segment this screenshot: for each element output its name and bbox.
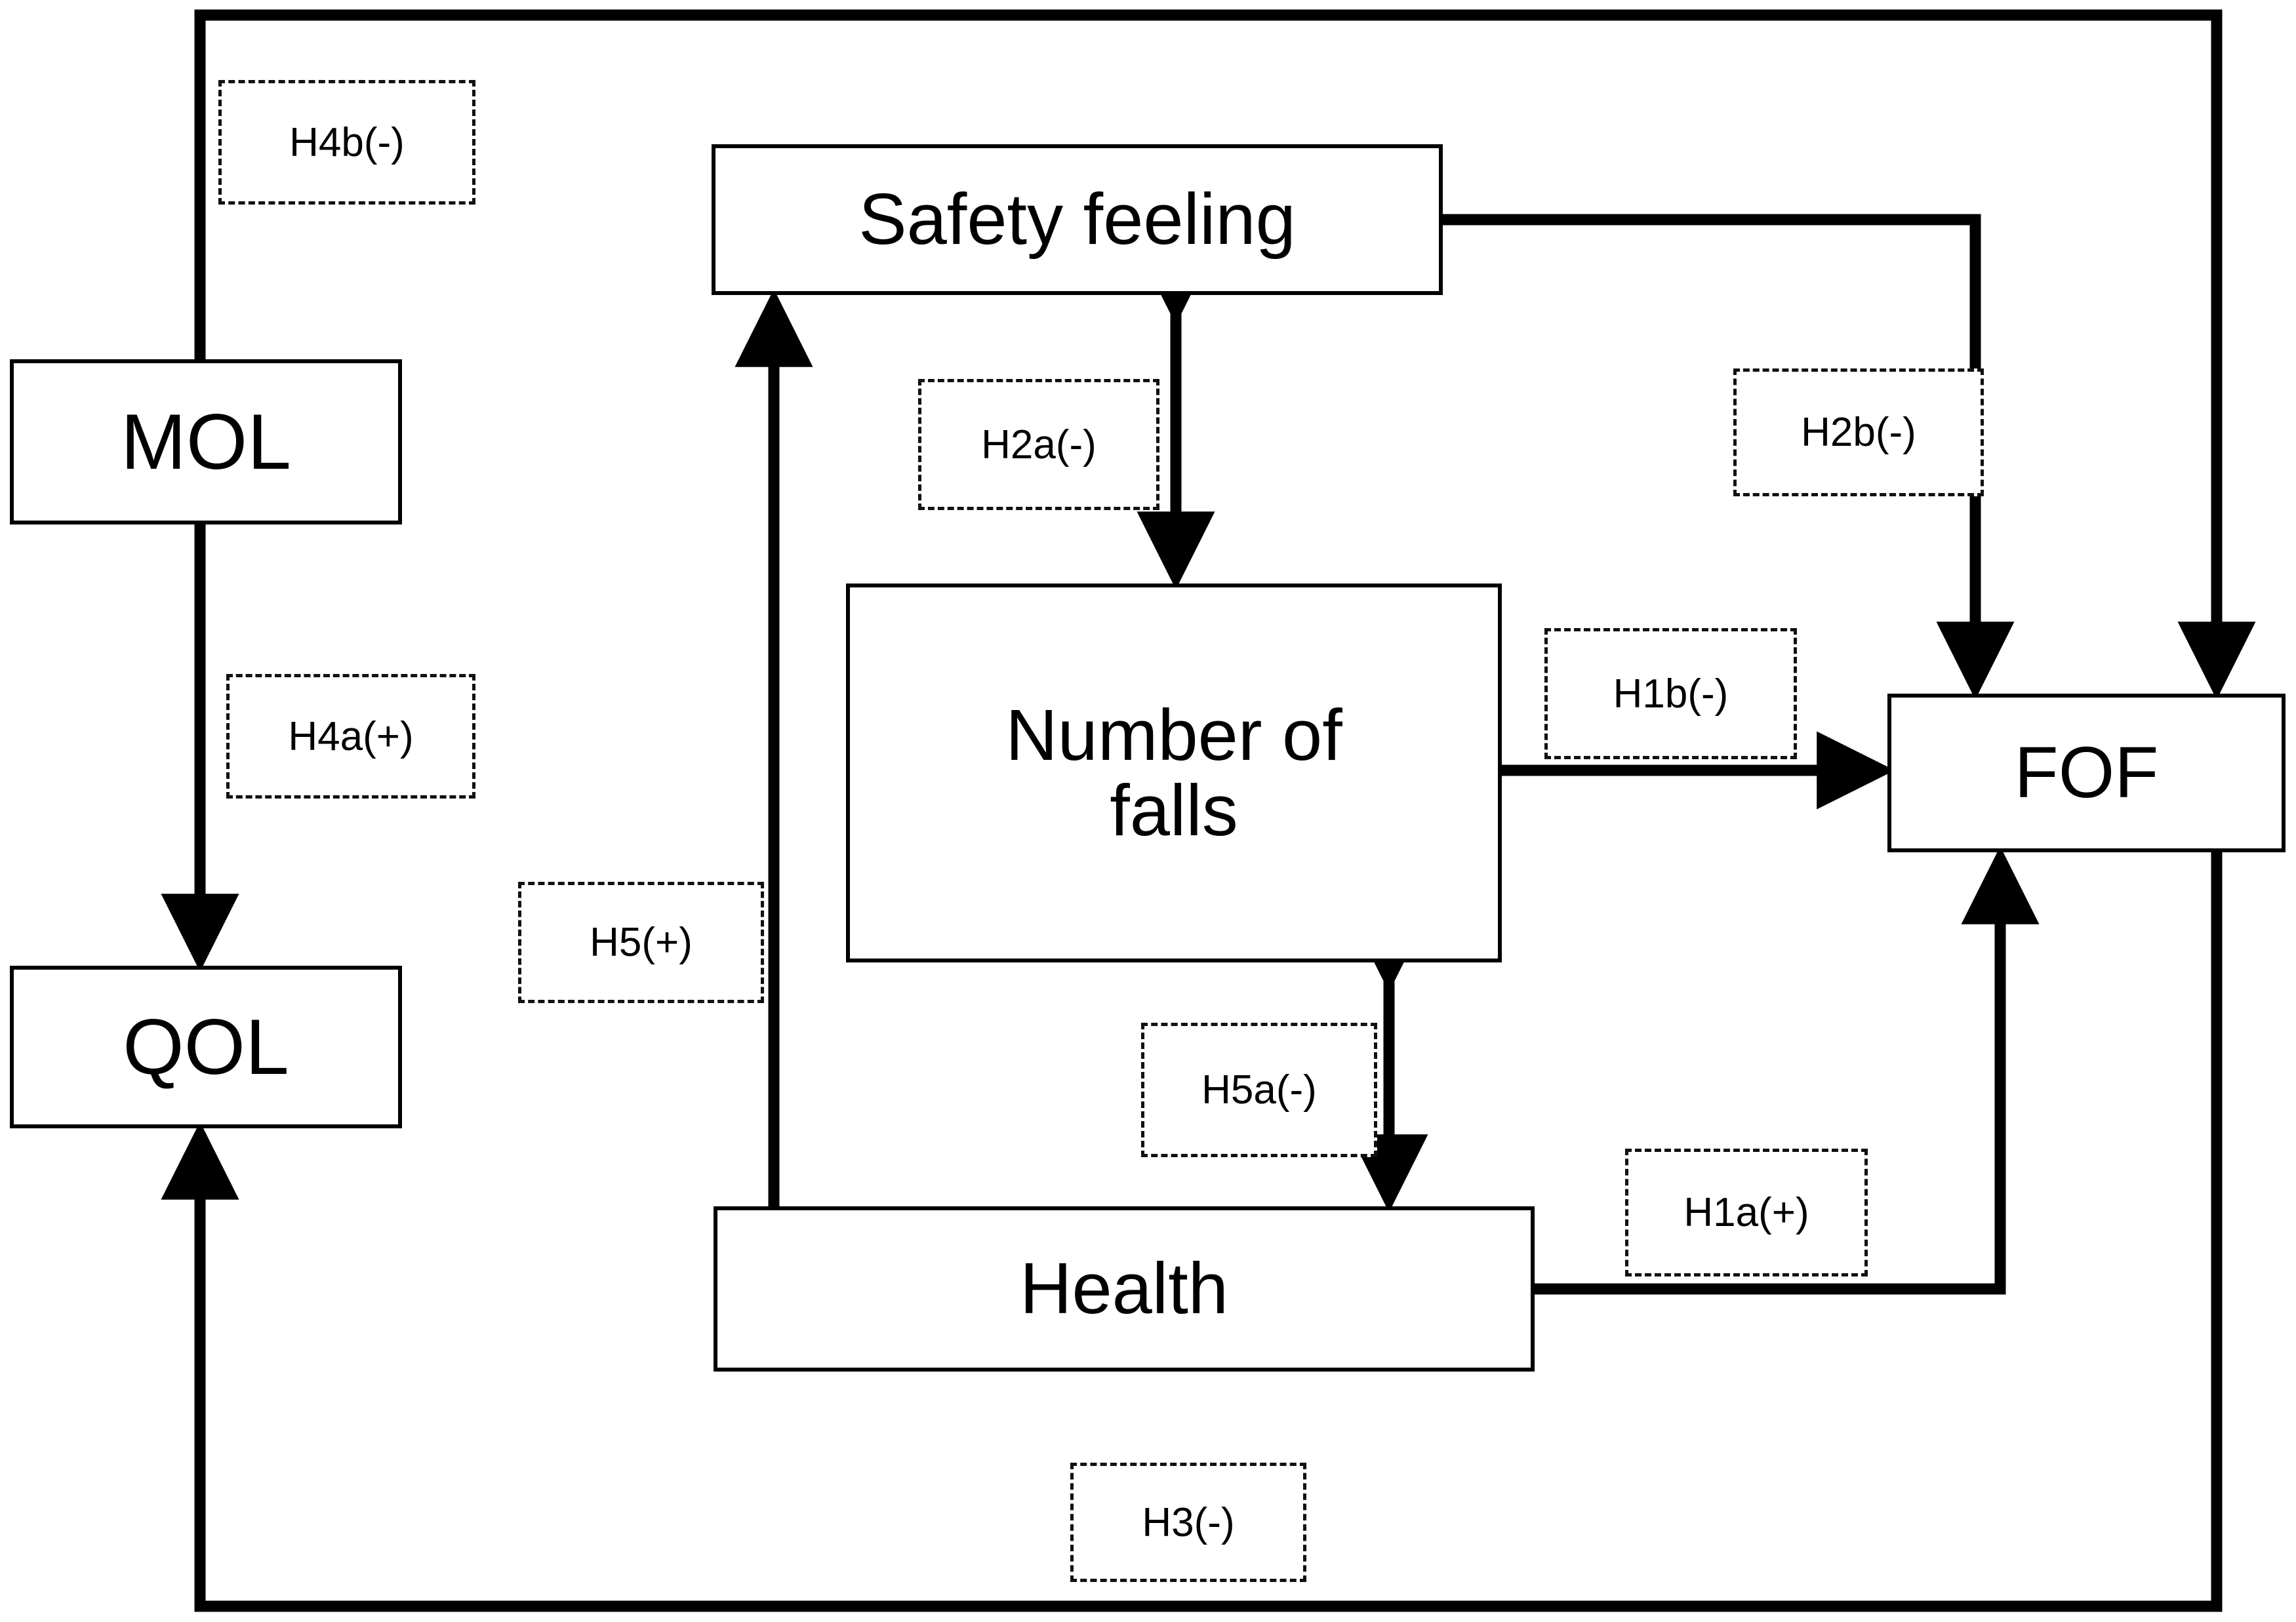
node-qol[interactable]: QOL (10, 966, 402, 1128)
node-mol[interactable]: MOL (10, 359, 402, 524)
edge-health-to-fof (1535, 846, 2040, 1295)
edge-fof-to-qol (161, 852, 2223, 1612)
hypothesis-label-h3-text: H3(-) (1142, 1499, 1235, 1545)
node-number-of-falls-label: Number of falls (1005, 694, 1342, 851)
hypothesis-label-h1b[interactable]: H1b(-) (1544, 628, 1797, 759)
hypothesis-label-h4a-text: H4a(+) (288, 713, 414, 759)
node-qol-label: QOL (123, 1003, 289, 1091)
hypothesis-label-h2b[interactable]: H2b(-) (1733, 368, 1984, 496)
node-health[interactable]: Health (714, 1206, 1535, 1372)
hypothesis-label-h4b-text: H4b(-) (289, 119, 405, 165)
hypothesis-label-h1b-text: H1b(-) (1613, 671, 1729, 717)
edge-safety-to-fof (1443, 214, 2015, 700)
hypothesis-label-h4a[interactable]: H4a(+) (226, 674, 475, 799)
hypothesis-label-h1a-text: H1a(+) (1683, 1190, 1809, 1235)
hypothesis-label-h2a[interactable]: H2a(-) (918, 379, 1159, 510)
node-number-of-falls[interactable]: Number of falls (846, 584, 1502, 962)
hypothesis-label-h1a[interactable]: H1a(+) (1625, 1149, 1868, 1276)
node-safety-feeling-label: Safety feeling (858, 179, 1296, 260)
hypothesis-label-h4b[interactable]: H4b(-) (218, 80, 475, 205)
node-fof-label: FOF (2014, 732, 2159, 814)
hypothesis-label-h5a[interactable]: H5a(-) (1141, 1023, 1377, 1157)
hypothesis-label-h5[interactable]: H5(+) (518, 882, 764, 1003)
node-health-label: Health (1020, 1248, 1228, 1330)
edge-mol-to-fof (194, 9, 2256, 700)
node-safety-feeling[interactable]: Safety feeling (712, 144, 1443, 295)
hypothesis-label-h5-text: H5(+) (590, 920, 693, 965)
hypothesis-label-h2b-text: H2b(-) (1801, 410, 1916, 455)
hypothesis-label-h3[interactable]: H3(-) (1070, 1463, 1306, 1582)
node-mol-label: MOL (120, 398, 292, 486)
hypothesis-label-h5a-text: H5a(-) (1201, 1067, 1317, 1113)
node-fof[interactable]: FOF (1887, 694, 2286, 852)
hypothesis-label-h2a-text: H2a(-) (981, 422, 1097, 467)
